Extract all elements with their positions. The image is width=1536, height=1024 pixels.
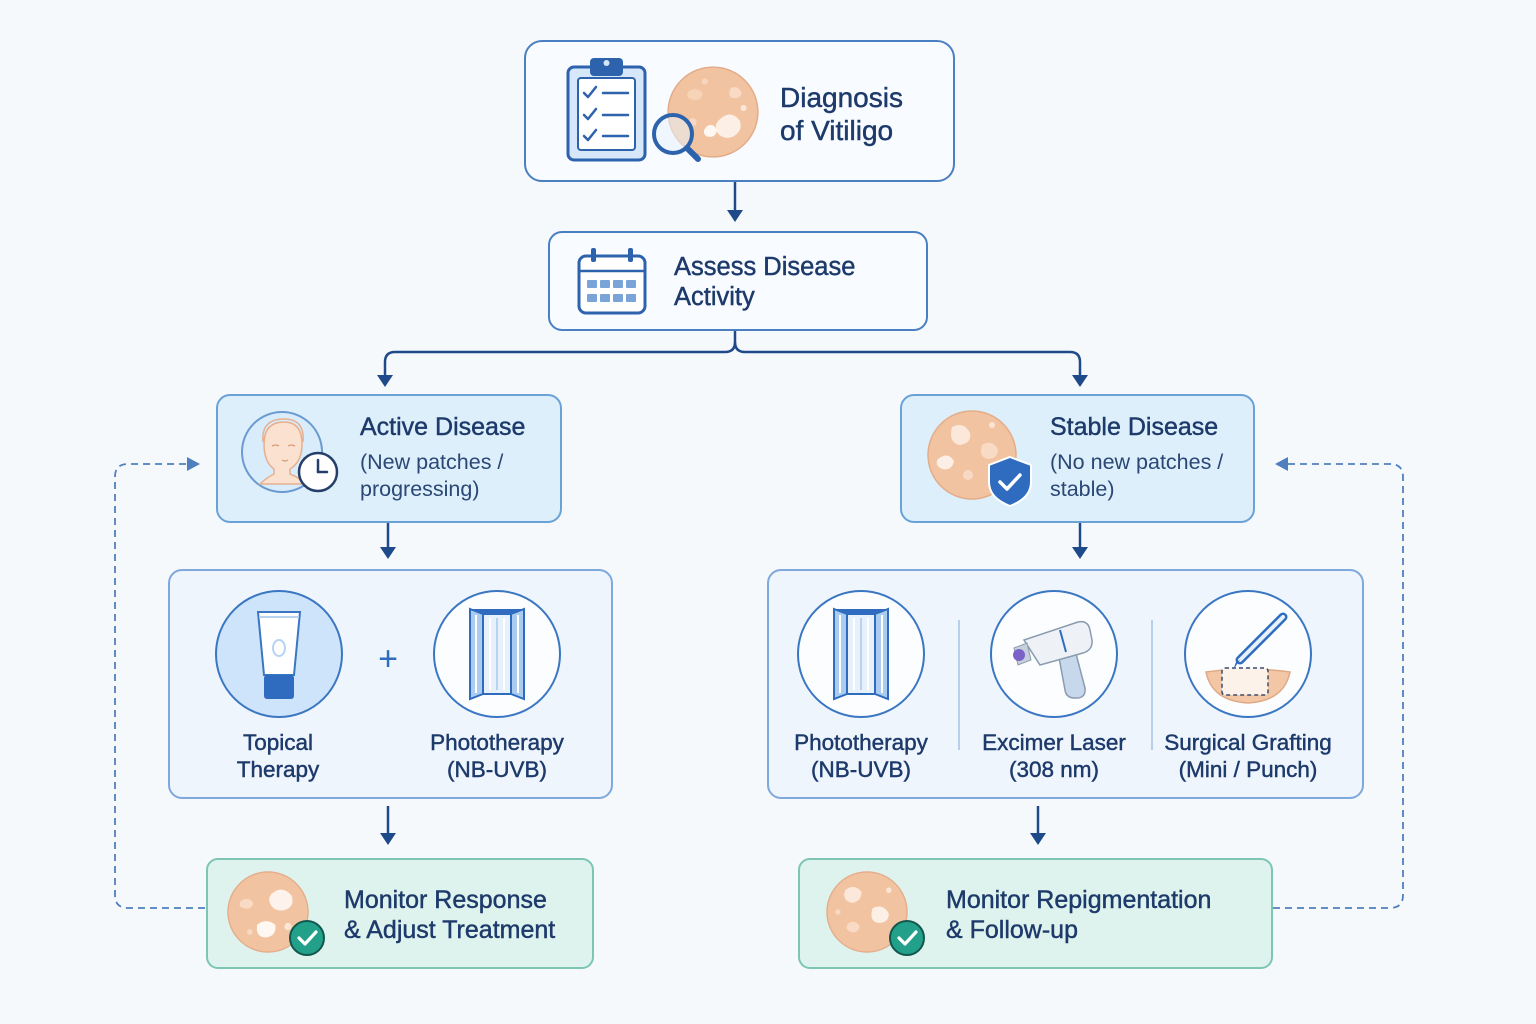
stable-disease-desc-line2: stable) — [1050, 477, 1115, 501]
surgical-grafting-label-line2: (Mini / Punch) — [1178, 757, 1318, 782]
excimer-laser-label-line2: (308 nm) — [1008, 757, 1100, 782]
stable-disease-desc-line1: (No new patches / — [1050, 450, 1224, 474]
active-disease-desc-line2: progressing) — [360, 477, 480, 501]
branch-to-active — [383, 331, 737, 377]
diagnosis-title-line2: of Vitiligo — [780, 115, 894, 146]
monitor-response-line2: & Adjust Treatment — [344, 916, 556, 944]
stable-disease-node: Stable Disease (No new patches / stable) — [900, 394, 1255, 523]
phototherapy-label-line2: (NB-UVB) — [447, 757, 547, 782]
assess-activity-node: Assess Disease Activity — [548, 231, 928, 331]
branch-to-stable — [733, 341, 1082, 377]
treatment-divider — [958, 620, 960, 750]
stable-treatments-node: Phototherapy (NB-UVB) Excimer Laser (308… — [767, 569, 1364, 799]
diagnosis-node: Diagnosis of Vitiligo — [524, 40, 955, 182]
assess-title-line1: Assess Disease — [674, 253, 856, 281]
active-disease-node: Active Disease (New patches / progressin… — [216, 394, 562, 523]
topical-therapy-label-line2: Therapy — [236, 757, 320, 782]
phototherapy-label-line2: (NB-UVB) — [811, 757, 911, 782]
active-disease-desc-line1: (New patches / — [360, 450, 504, 474]
excimer-laser-label-line1: Excimer Laser — [982, 730, 1126, 755]
surgical-grafting-label-line1: Surgical Grafting — [1164, 730, 1332, 755]
diagnosis-title-line1: Diagnosis — [780, 82, 903, 113]
monitor-repigmentation-line2: & Follow-up — [946, 916, 1078, 944]
phototherapy-label-line1: Phototherapy — [430, 730, 564, 755]
stable-disease-title: Stable Disease — [1050, 413, 1219, 441]
feedback-arrowhead-active — [187, 457, 200, 471]
assess-title-line2: Activity — [674, 283, 755, 311]
active-treatments-node: + Topical Therapy Phototherapy (NB-UVB) — [168, 569, 613, 799]
treatment-divider — [1151, 620, 1153, 750]
active-disease-title: Active Disease — [360, 413, 526, 441]
monitor-repigmentation-line1: Monitor Repigmentation — [946, 886, 1212, 914]
phototherapy-label-line1: Phototherapy — [794, 730, 928, 755]
topical-therapy-label-line1: Topical — [242, 730, 314, 755]
feedback-arrowhead-stable — [1275, 457, 1288, 471]
monitor-repigmentation-node: Monitor Repigmentation & Follow-up — [798, 858, 1273, 969]
monitor-response-line1: Monitor Response — [344, 886, 547, 914]
combination-plus-sign: + — [378, 640, 398, 678]
monitor-response-node: Monitor Response & Adjust Treatment — [206, 858, 594, 969]
